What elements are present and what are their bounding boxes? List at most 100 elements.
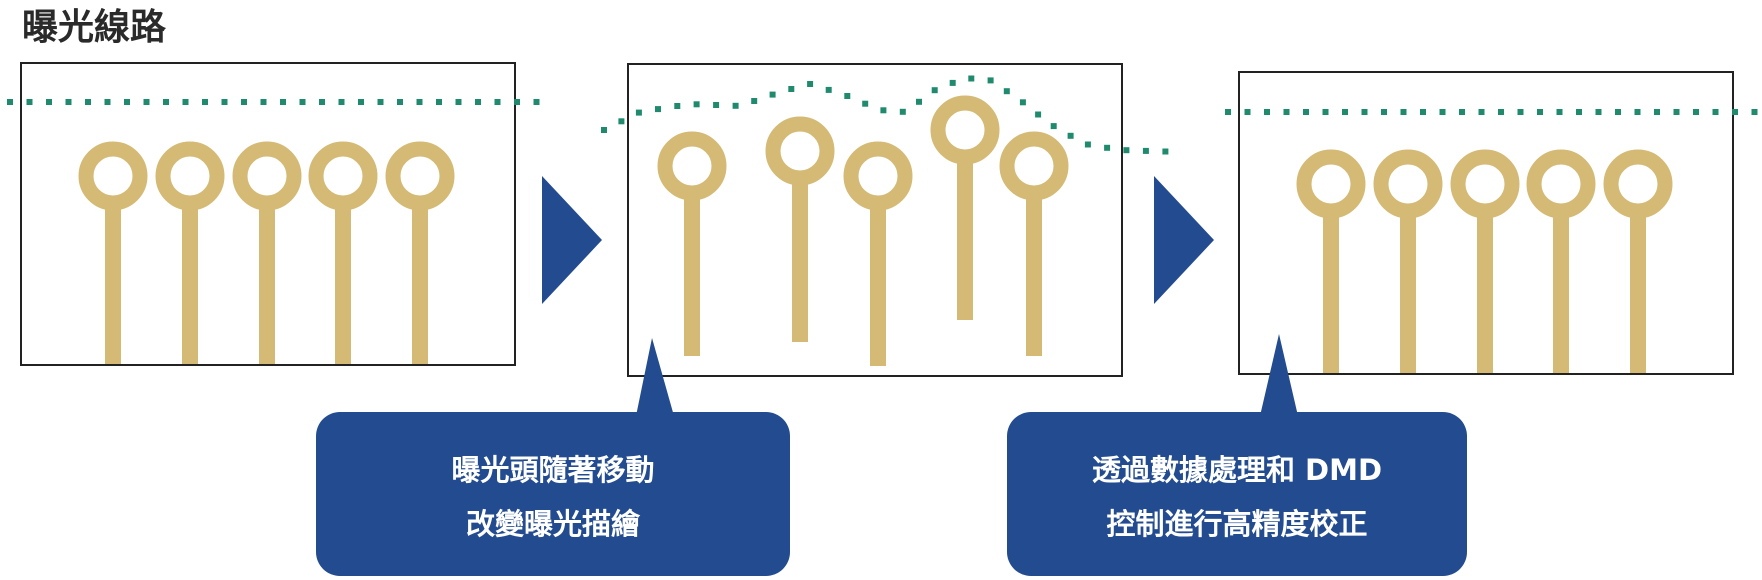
path-dot	[1361, 109, 1368, 115]
path-dot	[1537, 109, 1543, 115]
trace-line	[792, 151, 808, 342]
path-dot	[1615, 109, 1621, 115]
path-dot	[1264, 109, 1270, 115]
path-dot	[65, 99, 72, 105]
path-dot	[494, 99, 501, 105]
path-dot	[1067, 132, 1074, 139]
path-dot	[1142, 147, 1149, 154]
path-dot	[732, 102, 739, 109]
path-dot	[475, 99, 481, 105]
path-dot	[1225, 109, 1231, 115]
path-dot	[693, 101, 700, 108]
pads-group-2	[657, 95, 1069, 366]
path-dot	[1303, 109, 1309, 115]
path-dot	[751, 98, 758, 104]
path-dot	[280, 99, 286, 105]
path-dot	[397, 99, 403, 105]
path-dot	[1123, 147, 1130, 154]
pad-ring	[385, 141, 455, 211]
path-dot	[899, 108, 906, 115]
path-dot	[1732, 109, 1738, 115]
path-dot	[1459, 109, 1465, 115]
pads-group-1	[78, 141, 455, 364]
path-dot	[1400, 109, 1407, 115]
pad-ring	[308, 141, 378, 211]
trace-line	[412, 176, 428, 364]
trace-line	[870, 176, 886, 366]
path-dot	[618, 118, 625, 125]
path-dot	[338, 99, 345, 105]
callout-text-2: 透過數據處理和 DMD 控制進行高精度校正	[1007, 443, 1467, 551]
path-dot	[26, 99, 33, 105]
dotted-path-3	[1225, 109, 1758, 115]
path-dot	[1003, 88, 1010, 95]
path-dot	[916, 98, 922, 105]
callout-box-2	[1007, 412, 1467, 576]
dotted-path-2	[601, 75, 1169, 155]
path-dot	[1654, 109, 1660, 115]
callout-pointer-1	[636, 338, 674, 416]
callout-bubble-1	[316, 338, 790, 576]
trace-line	[684, 166, 700, 356]
pad-ring	[78, 141, 148, 211]
panel-frame-1	[20, 62, 516, 366]
trace-line	[182, 176, 198, 364]
path-dot	[968, 75, 975, 82]
path-dot	[202, 99, 208, 105]
path-dot	[635, 109, 642, 116]
path-dot	[299, 99, 306, 105]
pad-ring	[155, 141, 225, 211]
pad-ring	[1296, 149, 1366, 219]
path-dot	[880, 107, 887, 114]
callout-pointer-2	[1260, 334, 1298, 416]
path-dot	[1104, 144, 1111, 151]
trace-line	[1323, 184, 1339, 373]
path-dot	[260, 99, 267, 105]
path-dot	[601, 127, 607, 133]
callout-2-line-1: 透過數據處理和 DMD	[1091, 453, 1383, 487]
path-dot	[1420, 109, 1426, 115]
path-dot	[241, 99, 247, 105]
path-dot	[221, 99, 228, 105]
callout-box-1	[316, 412, 790, 576]
pad-ring	[1603, 149, 1673, 219]
pad-ring	[657, 131, 727, 201]
path-dot	[788, 86, 795, 92]
path-dot	[143, 99, 150, 105]
play-triangle-icon	[1154, 176, 1214, 304]
path-dot	[85, 99, 91, 105]
trace-line	[259, 176, 275, 364]
path-dot	[713, 102, 720, 108]
path-dot	[1322, 109, 1329, 115]
trace-line	[1477, 184, 1493, 373]
path-dot	[807, 81, 814, 87]
panel-frame-3	[1238, 71, 1734, 375]
shifted-panel	[601, 63, 1169, 377]
trace-line	[1553, 184, 1569, 373]
path-dot	[1673, 109, 1680, 115]
path-dot	[163, 99, 169, 105]
callout-1-line-1: 曝光頭隨著移動	[451, 453, 655, 487]
path-dot	[1576, 109, 1582, 115]
path-dot	[1439, 109, 1446, 115]
path-dot	[1019, 99, 1026, 106]
path-dot	[987, 77, 994, 84]
path-dot	[533, 99, 540, 105]
path-dot	[1693, 109, 1699, 115]
path-dot	[1084, 141, 1091, 148]
path-dot	[655, 106, 661, 113]
path-dot	[1050, 123, 1057, 130]
trace-line	[1026, 166, 1042, 356]
path-dot	[1342, 109, 1348, 115]
path-dot	[1381, 109, 1387, 115]
before-panel	[7, 62, 540, 366]
path-dot	[104, 99, 111, 105]
callout-2-line-2: 控制進行高精度校正	[1106, 507, 1368, 541]
path-dot	[825, 86, 832, 93]
path-dot	[358, 99, 364, 105]
pads-group-3	[1296, 149, 1673, 373]
path-dot	[949, 79, 956, 86]
path-dot	[1595, 109, 1602, 115]
trace-line	[1630, 184, 1646, 373]
